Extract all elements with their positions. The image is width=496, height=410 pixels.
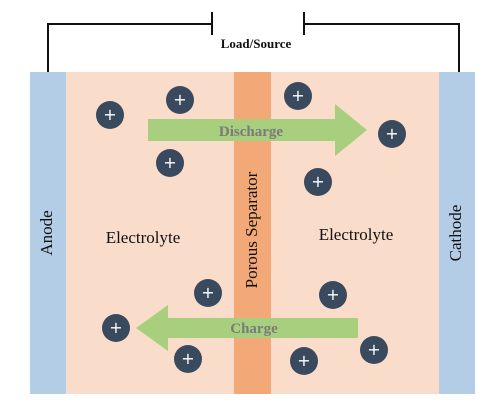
ion: + <box>319 281 347 309</box>
svg-text:+: + <box>201 283 214 302</box>
anode-label: Anode <box>37 210 56 255</box>
load-source-label: Load/Source <box>221 36 292 51</box>
svg-text:+: + <box>311 172 324 191</box>
ion: + <box>284 82 312 110</box>
anode-electrode <box>30 72 66 394</box>
charge-arrow <box>136 305 358 351</box>
svg-text:+: + <box>173 90 186 109</box>
ion: + <box>174 345 202 373</box>
ion: + <box>194 279 222 307</box>
svg-text:+: + <box>181 349 194 368</box>
svg-text:+: + <box>291 86 304 105</box>
electrolyte-label-right: Electrolyte <box>319 225 394 244</box>
circuit-wire-right <box>304 23 460 72</box>
svg-text:+: + <box>163 153 176 172</box>
discharge-arrow <box>148 104 367 156</box>
svg-text:+: + <box>367 340 380 359</box>
ion: + <box>378 120 406 148</box>
external-circuit <box>47 12 460 72</box>
ion: + <box>102 314 130 342</box>
svg-text:+: + <box>109 318 122 337</box>
electrolyte-label-left: Electrolyte <box>106 228 181 247</box>
ion: + <box>360 336 388 364</box>
cathode-electrode <box>439 72 475 394</box>
ion: + <box>96 101 124 129</box>
charge-label: Charge <box>230 321 278 337</box>
circuit-wire-left <box>47 23 212 72</box>
ion: + <box>166 86 194 114</box>
discharge-label: Discharge <box>219 124 283 140</box>
separator-label: Porous Separator <box>242 171 261 288</box>
ion-group: + + + + + + + + + + + + <box>96 82 406 375</box>
svg-text:+: + <box>103 105 116 124</box>
svg-text:+: + <box>326 285 339 304</box>
ion: + <box>290 347 318 375</box>
svg-text:+: + <box>297 351 310 370</box>
svg-text:+: + <box>385 124 398 143</box>
ion: + <box>304 168 332 196</box>
cathode-label: Cathode <box>446 205 465 262</box>
ion: + <box>156 149 184 177</box>
